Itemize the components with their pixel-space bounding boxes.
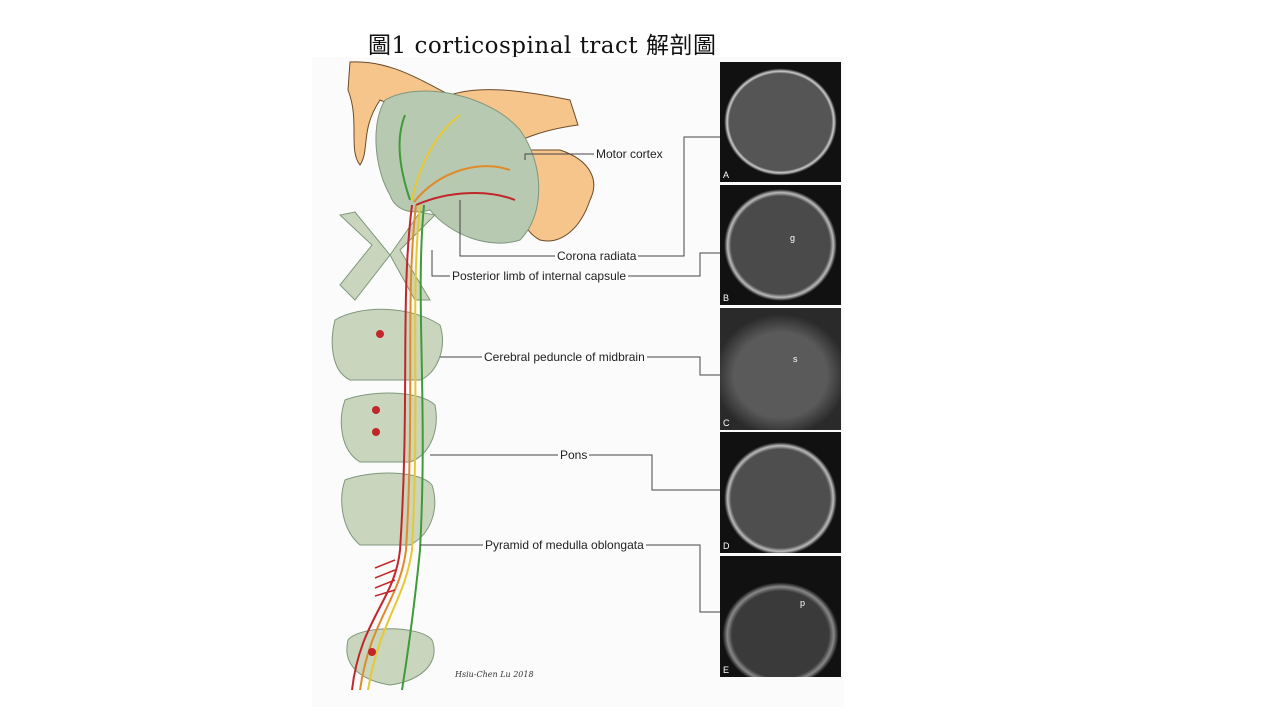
label-corona-radiata: Corona radiata xyxy=(555,249,639,263)
panel-letter: A xyxy=(723,170,730,180)
mri-panel-c: s C xyxy=(720,308,841,430)
panel-letter: B xyxy=(723,293,730,303)
cranial-nerve-nucleus xyxy=(376,330,384,338)
panel-marker: s xyxy=(793,354,798,364)
panel-marker: g xyxy=(790,233,796,243)
label-posterior-limb: Posterior limb of internal capsule xyxy=(450,269,629,283)
label-motor-cortex: Motor cortex xyxy=(594,147,665,161)
decussation-arrows xyxy=(374,559,396,597)
panel-letter: D xyxy=(723,541,730,551)
mri-panel-a: A xyxy=(720,62,841,182)
medulla-section xyxy=(341,472,436,546)
mri-panel-e: p E xyxy=(720,556,841,677)
mri-panel-b: g B xyxy=(720,185,841,305)
label-pons: Pons xyxy=(558,448,590,462)
cranial-nerve-nucleus xyxy=(372,406,380,414)
cortical-fibers xyxy=(398,114,516,206)
panel-letter: C xyxy=(723,418,730,428)
anterior-horn-cell xyxy=(368,648,376,656)
panel-marker: p xyxy=(800,598,806,608)
artist-signature: Hsiu-Chen Lu 2018 xyxy=(455,670,534,679)
midbrain-section xyxy=(331,308,443,381)
internal-capsule-left xyxy=(338,211,391,301)
slide-title: 圖1 corticospinal tract 解剖圖 xyxy=(368,33,717,59)
cranial-nerve-nucleus xyxy=(372,428,380,436)
descending-tracts xyxy=(351,204,425,691)
spinal-cord-section xyxy=(346,628,435,686)
label-cerebral-peduncle: Cerebral peduncle of midbrain xyxy=(482,350,647,364)
label-pyramid: Pyramid of medulla oblongata xyxy=(483,538,646,552)
pons-section xyxy=(340,392,437,463)
panel-letter: E xyxy=(723,665,730,675)
mri-panel-d: D xyxy=(720,432,841,553)
